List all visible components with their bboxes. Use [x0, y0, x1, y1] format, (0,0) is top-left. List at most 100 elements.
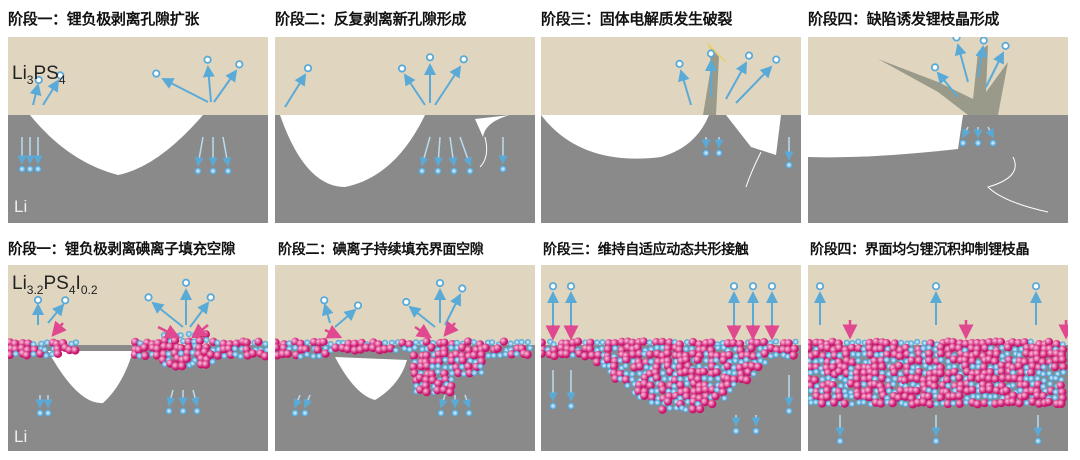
- li-ion-particle: [670, 363, 677, 370]
- li-ion-particle: [860, 345, 867, 352]
- iodide-particle: [562, 349, 571, 359]
- li-ion-particle: [861, 350, 868, 357]
- iodide-arrow: [443, 320, 459, 337]
- iodide-arrow: [51, 320, 67, 337]
- li-ion-particle: [659, 370, 666, 377]
- li-ion-particle: [189, 349, 196, 356]
- li-atom-icon: [932, 437, 940, 445]
- iodide-particle: [622, 355, 631, 365]
- li-ion-icon: [402, 297, 411, 307]
- iodide-particle: [996, 337, 1006, 347]
- iodide-particle: [301, 345, 310, 354]
- void: [726, 115, 781, 155]
- iodide-particle: [580, 352, 590, 361]
- li-ion-icon: [303, 64, 313, 73]
- li-ion-icon: [353, 301, 363, 310]
- li-ion-particle: [743, 356, 750, 363]
- iodide-arrow: [324, 324, 343, 339]
- iodide-particle: [695, 404, 705, 414]
- iodide-particle: [724, 351, 734, 360]
- top-title-1: 阶段一：锂负极剥离孔隙扩张: [8, 10, 200, 28]
- iodide-particle: [1009, 391, 1018, 400]
- li-ion-icon: [458, 284, 467, 293]
- iodide-particle: [840, 399, 849, 408]
- li-ion-particle: [1018, 345, 1025, 352]
- li-ion-particle: [502, 351, 509, 358]
- iodide-particle: [665, 367, 675, 376]
- iodide-particle: [8, 350, 15, 360]
- iodide-particle: [926, 399, 935, 409]
- li-ion-particle: [712, 357, 719, 364]
- iodide-particle: [719, 356, 728, 365]
- li-ion-particle: [1046, 380, 1053, 387]
- iodide-interphase-layer: [8, 338, 80, 360]
- li-ion-particle: [714, 344, 721, 351]
- li-ion-icon: [206, 293, 215, 302]
- li-ion-icon: [729, 282, 739, 291]
- li-ion-particle: [898, 339, 905, 346]
- iodide-interphase-layer: [541, 337, 799, 414]
- li-ion-particle: [848, 393, 855, 400]
- iodide-particle: [853, 381, 862, 390]
- li-ion-arrow: [213, 69, 238, 103]
- li-ion-particle: [841, 388, 848, 395]
- iodide-particle: [464, 346, 474, 355]
- li-atom-icon: [193, 407, 201, 415]
- iodide-particle: [283, 349, 293, 359]
- void: [280, 115, 425, 187]
- li-ion-arrow: [161, 78, 209, 103]
- iodide-particle: [440, 349, 449, 358]
- li-atom-icon: [715, 149, 723, 157]
- li-ion-icon: [1031, 282, 1041, 291]
- li-ion-particle: [286, 340, 293, 347]
- top-panel-3: [541, 37, 801, 223]
- iodide-particle: [907, 356, 917, 365]
- iodide-particle: [153, 344, 162, 354]
- li-ion-particle: [682, 406, 689, 413]
- iodide-particle: [878, 374, 887, 383]
- li-ion-particle: [401, 345, 408, 352]
- iodide-particle: [708, 399, 717, 409]
- li-ion-particle: [703, 357, 710, 364]
- iodide-particle: [182, 354, 191, 364]
- li-ion-particle: [447, 364, 454, 371]
- li-ion-particle: [808, 357, 812, 364]
- li-ion-particle: [49, 351, 56, 358]
- li-ion-particle: [599, 339, 606, 346]
- iodide-particle: [586, 338, 595, 347]
- li-ion-particle: [442, 364, 449, 371]
- li-ion-particle: [1040, 363, 1047, 370]
- iodide-particle: [170, 336, 180, 345]
- iodide-particle: [949, 355, 959, 364]
- iodide-particle: [652, 373, 662, 383]
- li-ion-particle: [30, 351, 37, 358]
- iodide-particle: [829, 398, 839, 407]
- li-ion-particle: [927, 365, 934, 372]
- iodide-particle: [610, 339, 620, 348]
- li-ion-particle: [460, 370, 467, 377]
- li-ion-particle: [643, 364, 650, 371]
- li-ion-particle: [860, 381, 867, 388]
- iodide-particle: [585, 344, 595, 354]
- iodide-particle: [828, 363, 838, 372]
- li-ion-particle: [569, 352, 576, 359]
- iodide-particle: [986, 368, 995, 377]
- li-ion-particle: [963, 399, 970, 406]
- iodide-particle: [499, 337, 509, 346]
- crack: [745, 151, 762, 188]
- li-ion-particle: [755, 351, 762, 358]
- li-ion-particle: [1016, 351, 1023, 358]
- iodide-particle: [603, 355, 613, 364]
- li-ion-particle: [136, 340, 143, 347]
- li-ion-particle: [629, 376, 636, 383]
- li-ion-particle: [920, 345, 927, 352]
- iodide-particle: [735, 363, 745, 373]
- iodide-particle: [744, 367, 753, 377]
- li-ion-particle: [392, 347, 399, 354]
- crack: [987, 156, 1049, 213]
- iodide-particle: [723, 362, 732, 371]
- iodide-particle: [71, 346, 80, 355]
- li-ion-particle: [808, 399, 814, 406]
- li-ion-particle: [434, 368, 441, 375]
- iodide-particle: [890, 368, 899, 377]
